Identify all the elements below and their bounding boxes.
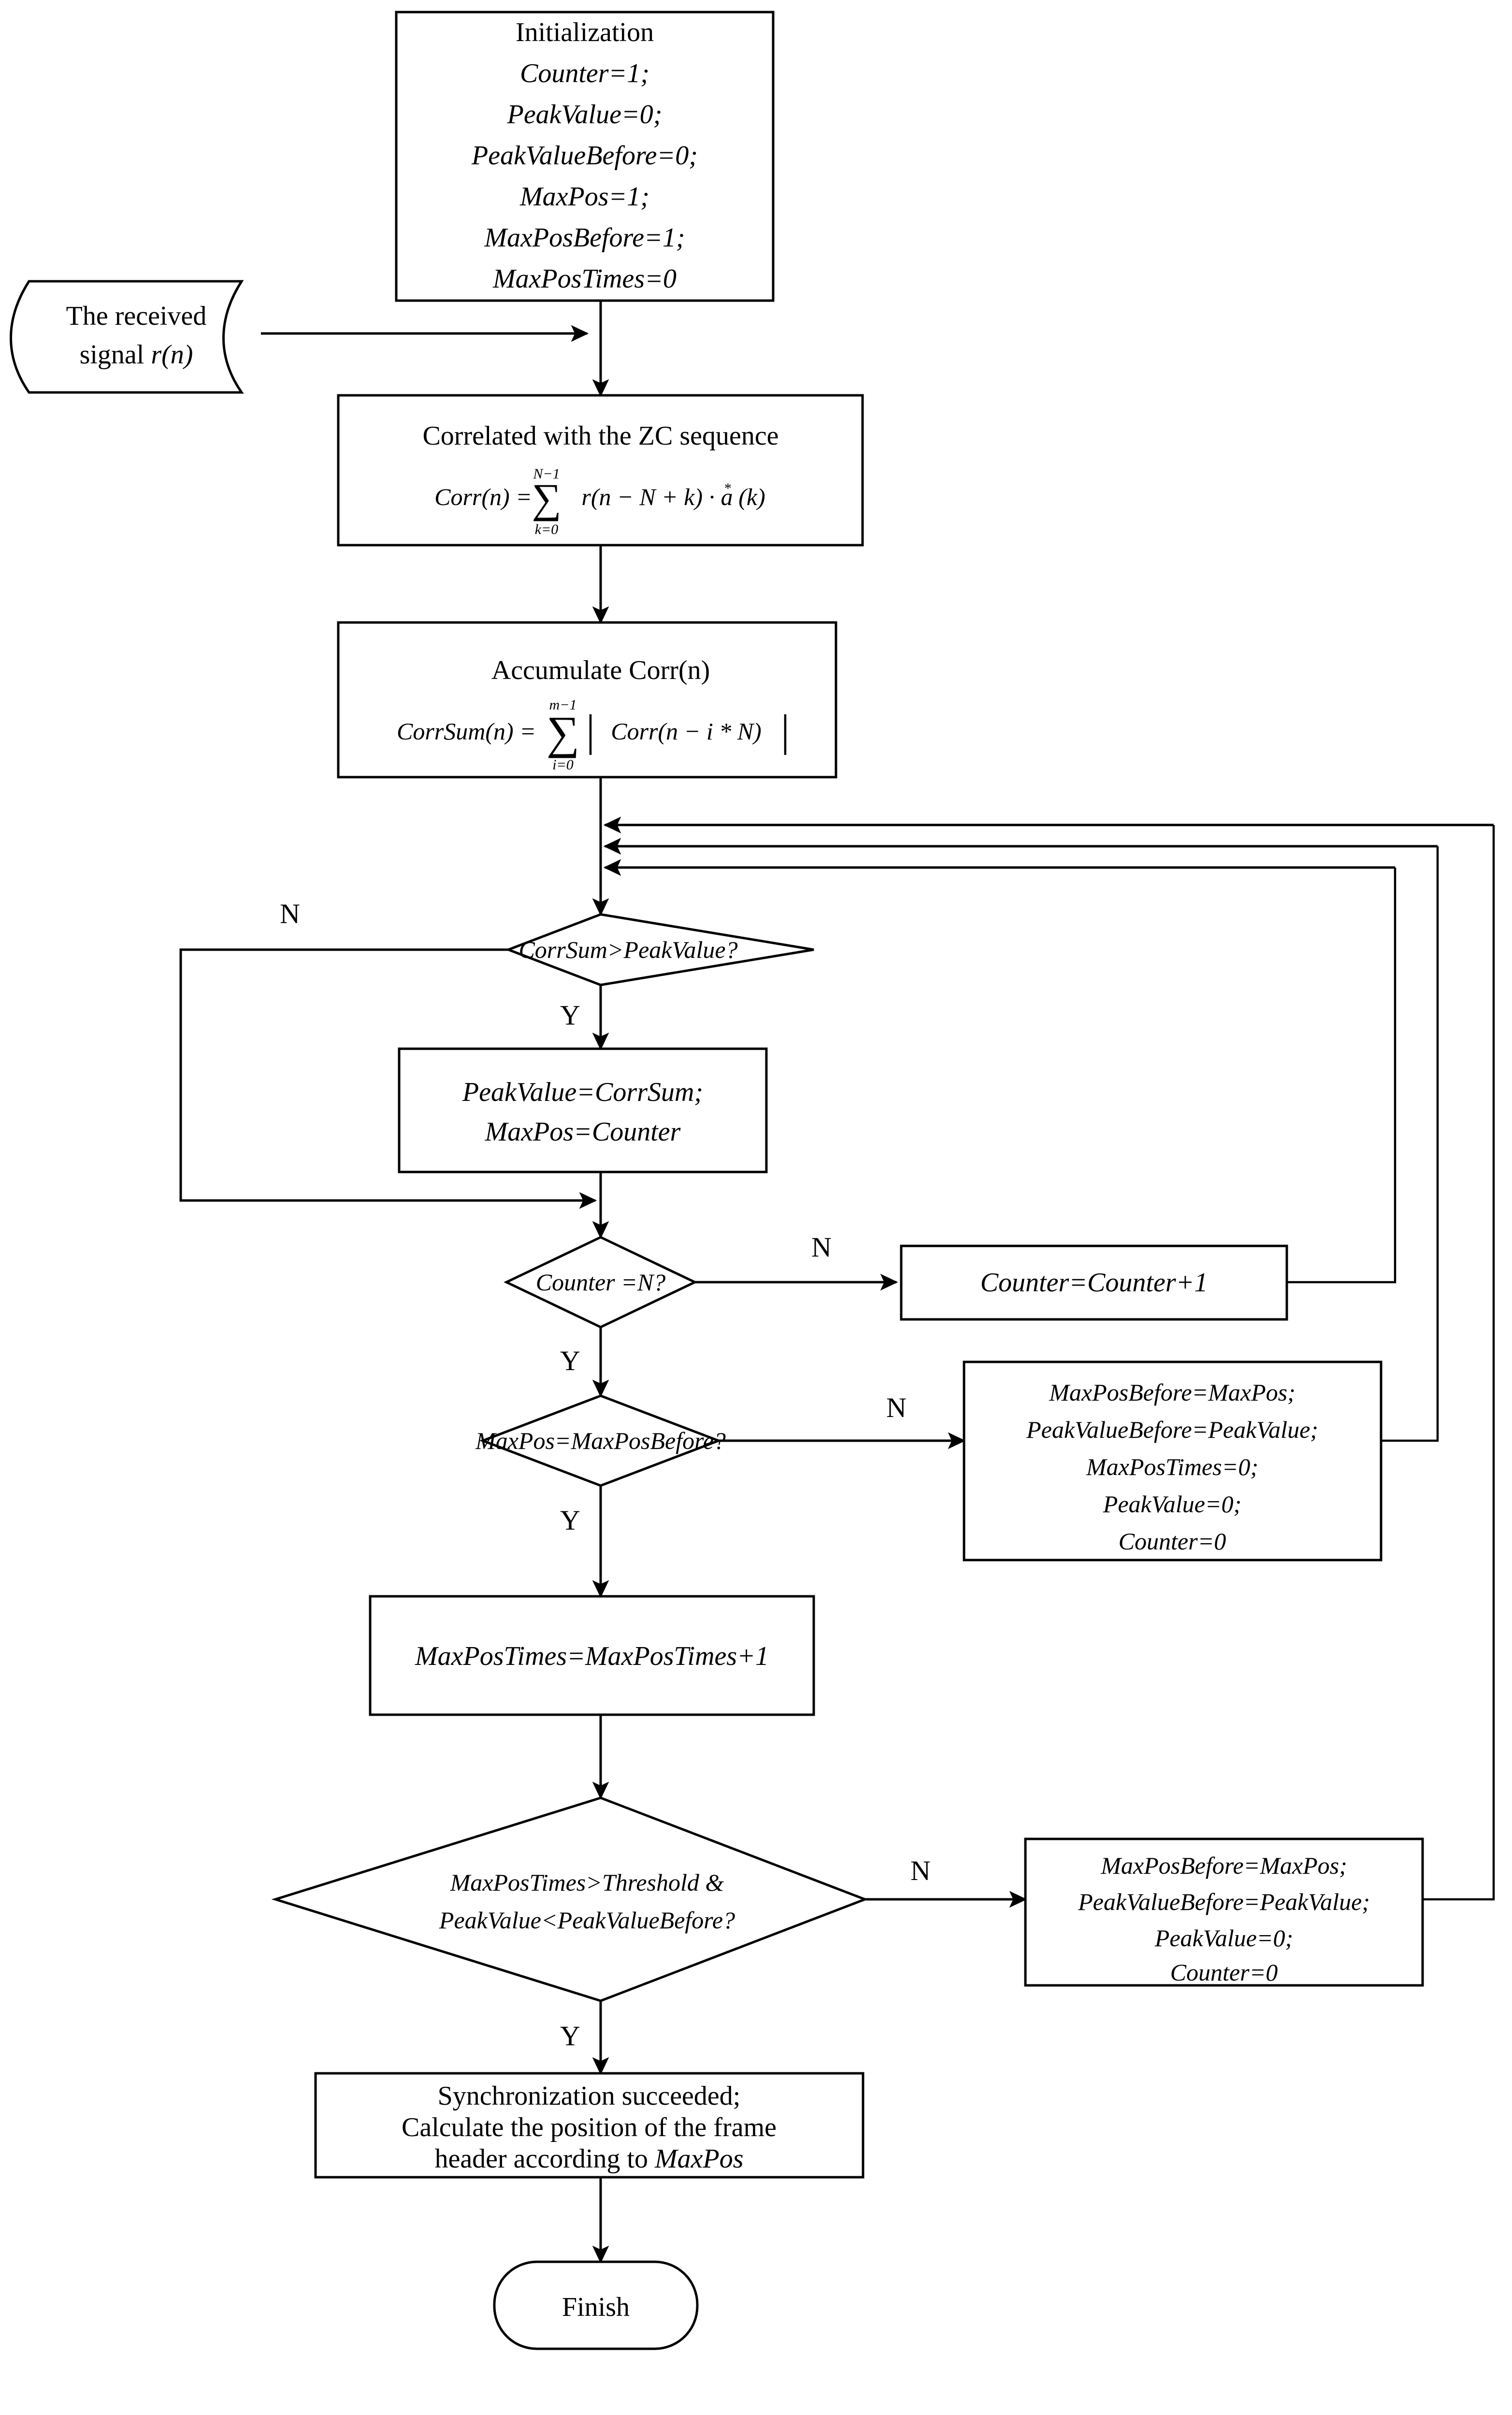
branch-label-corrsum-no: N <box>280 898 300 929</box>
initialization-line-6: MaxPosTimes=0 <box>492 264 677 294</box>
sync-success-line-2: header according to MaxPos <box>434 2144 743 2174</box>
reset-five-line-0: MaxPosBefore=MaxPos; <box>1049 1379 1296 1406</box>
reset-four-line-2: PeakValue=0; <box>1154 1924 1293 1952</box>
node-assign-peak: PeakValue=CorrSum; MaxPos=Counter <box>398 1047 768 1173</box>
decision-maxpos-label: MaxPos=MaxPosBefore? <box>475 1427 726 1454</box>
maxpostimes-line-0: MaxPosTimes=MaxPosTimes+1 <box>415 1641 769 1671</box>
node-maxpostimes-increment: MaxPosTimes=MaxPosTimes+1 <box>369 1595 815 1716</box>
connector-resetfour-loop <box>1423 825 1495 1901</box>
node-correlate: Correlated with the ZC sequence Corr(n) … <box>337 394 864 547</box>
node-reset-five: MaxPosBefore=MaxPos; PeakValueBefore=Pea… <box>963 1360 1382 1562</box>
branch-label-counter-yes: Y <box>560 1345 580 1376</box>
initialization-line-4: MaxPos=1; <box>519 182 649 212</box>
initialization-line-3: PeakValueBefore=0; <box>471 141 698 171</box>
initialization-line-1: Counter=1; <box>520 58 649 88</box>
branch-label-maxpos-yes: Y <box>560 1504 580 1536</box>
correlate-formula-rhs-tail: (k) <box>738 483 765 510</box>
accumulate-title: Accumulate Corr(n) <box>491 655 710 685</box>
decision-corrsum-label: CorrSum>PeakValue? <box>518 936 737 963</box>
reset-four-line-3: Counter=0 <box>1170 1959 1278 1986</box>
initialization-line-2: PeakValue=0; <box>507 100 662 130</box>
accumulate-formula-rhs: Corr(n − i * N) <box>611 718 762 745</box>
node-accumulate: Accumulate Corr(n) CorrSum(n) = m−1 ∑ i=… <box>337 621 837 779</box>
accumulate-sum-lower: i=0 <box>552 757 574 773</box>
received-signal-line-0: The received <box>66 301 207 331</box>
correlate-formula-rhs: r(n − N + k) · a <box>581 483 733 510</box>
decision-threshold-line-0: MaxPosTimes>Threshold & <box>450 1869 724 1896</box>
branch-label-threshold-no: N <box>910 1855 931 1886</box>
sync-success-line-0: Synchronization succeeded; <box>438 2081 741 2111</box>
node-initialization: Initialization Counter=1; PeakValue=0; P… <box>395 11 775 302</box>
node-decision-corrsum: CorrSum>PeakValue? N Y <box>280 898 814 1031</box>
node-sync-success: Synchronization succeeded; Calculate the… <box>314 2072 864 2179</box>
counter-increment-line-0: Counter=Counter+1 <box>980 1268 1208 1298</box>
reset-five-line-2: MaxPosTimes=0; <box>1086 1453 1258 1480</box>
branch-label-counter-no: N <box>811 1231 832 1263</box>
correlate-sum-lower: k=0 <box>535 521 559 537</box>
reset-five-line-4: Counter=0 <box>1119 1528 1226 1555</box>
node-received-signal: The received signal r(n) <box>10 280 244 394</box>
finish-label: Finish <box>562 2292 630 2322</box>
decision-threshold-line-1: PeakValue<PeakValueBefore? <box>439 1907 735 1934</box>
correlate-title: Correlated with the ZC sequence <box>422 421 778 451</box>
accumulate-formula: CorrSum(n) = m−1 ∑ i=0 Corr(n − i * N) <box>397 697 787 773</box>
reset-five-line-3: PeakValue=0; <box>1103 1490 1241 1518</box>
branch-label-threshold-yes: Y <box>560 2020 580 2052</box>
reset-five-line-1: PeakValueBefore=PeakValue; <box>1026 1416 1318 1443</box>
reset-four-line-1: PeakValueBefore=PeakValue; <box>1078 1888 1370 1915</box>
accumulate-sigma: ∑ <box>547 707 579 758</box>
reset-four-line-0: MaxPosBefore=MaxPos; <box>1100 1852 1347 1879</box>
decision-counter-label: Counter =N? <box>536 1269 665 1296</box>
connector-resetfive-loop <box>1381 846 1439 1442</box>
node-counter-increment: Counter=Counter+1 <box>900 1244 1288 1321</box>
initialization-line-0: Initialization <box>516 17 654 47</box>
accumulate-sum-upper: m−1 <box>549 697 577 713</box>
branch-label-maxpos-no: N <box>886 1392 907 1423</box>
branch-label-corrsum-yes: Y <box>560 999 580 1031</box>
node-decision-counter: Counter =N? N Y <box>504 1231 832 1376</box>
node-decision-threshold: MaxPosTimes>Threshold & PeakValue<PeakVa… <box>271 1796 931 2052</box>
initialization-line-5: MaxPosBefore=1; <box>484 223 685 253</box>
connector-counter-increment-loop <box>1287 868 1397 1284</box>
node-finish: Finish <box>493 2260 699 2350</box>
correlate-sum-upper: N−1 <box>533 466 560 482</box>
connector-corrsum-no <box>179 948 597 1209</box>
assign-peak-line-0: PeakValue=CorrSum; <box>462 1077 703 1107</box>
correlate-formula-lhs: Corr(n) = <box>434 483 532 510</box>
correlate-formula: Corr(n) = N−1 ∑ k=0 r(n − N + k) · a * (… <box>434 466 765 537</box>
correlate-sigma: ∑ <box>532 475 561 521</box>
sync-success-line-1: Calculate the position of the frame <box>402 2112 777 2142</box>
assign-peak-line-1: MaxPos=Counter <box>485 1117 681 1147</box>
accumulate-formula-lhs: CorrSum(n) = <box>397 718 536 745</box>
received-signal-line-1: signal r(n) <box>80 340 193 370</box>
node-decision-maxpos: MaxPos=MaxPosBefore? N Y <box>475 1392 907 1536</box>
correlate-formula-rhs-sup: * <box>724 480 731 496</box>
node-reset-four: MaxPosBefore=MaxPos; PeakValueBefore=Pea… <box>1024 1837 1424 1987</box>
